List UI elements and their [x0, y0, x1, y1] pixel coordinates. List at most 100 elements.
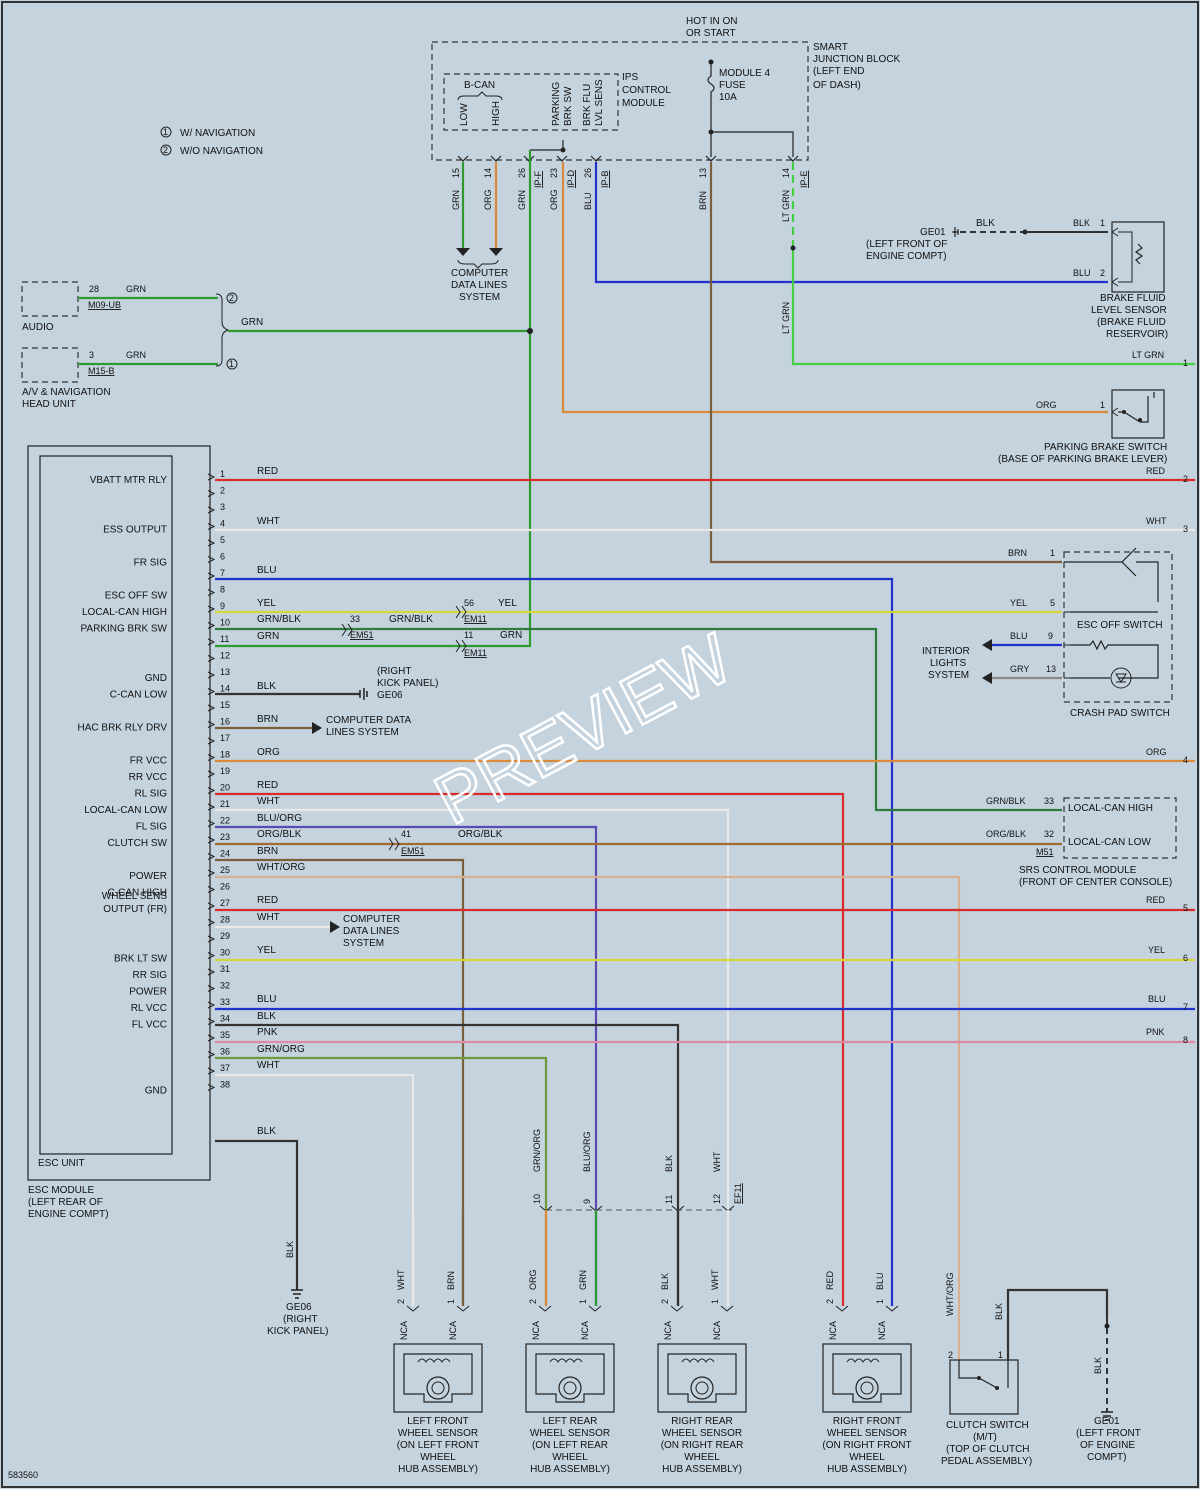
svg-text:25: 25	[220, 865, 230, 875]
svg-text:HUB ASSEMBLY): HUB ASSEMBLY)	[662, 1464, 742, 1475]
wire-rr-sig-blk	[215, 1023, 680, 1306]
svg-text:GRN: GRN	[500, 630, 522, 641]
wire-clutch-wht-org	[215, 875, 961, 1360]
srs-control-module	[1063, 797, 1177, 859]
svg-text:PARKING BRAKE SWITCH: PARKING BRAKE SWITCH	[1044, 442, 1167, 453]
svg-text:10: 10	[220, 618, 230, 628]
svg-text:ORG: ORG	[549, 189, 559, 210]
svg-text:(FRONT OF CENTER CONSOLE): (FRONT OF CENTER CONSOLE)	[1019, 877, 1172, 888]
svg-text:ENGINE COMPT): ENGINE COMPT)	[866, 251, 947, 262]
cdls-top-label: COMPUTER DATA LINES SYSTEM	[451, 268, 508, 303]
svg-text:GRN: GRN	[126, 284, 146, 294]
svg-text:19: 19	[220, 766, 230, 776]
esc-pin-17: 17	[207, 733, 230, 745]
svg-text:BRN: BRN	[698, 191, 708, 210]
wire-gnd-blk	[215, 1139, 299, 1290]
svg-text:6: 6	[1183, 953, 1188, 963]
svg-text:BLU/ORG: BLU/ORG	[582, 1131, 592, 1172]
svg-text:1: 1	[998, 1350, 1003, 1360]
ge06-ground-bottom: BLK GE06 (RIGHT KICK PANEL)	[267, 1241, 329, 1337]
esc-pin-label-10: PARKING BRK SW	[81, 624, 168, 635]
svg-text:ORG/BLK: ORG/BLK	[257, 829, 302, 840]
svg-text:3: 3	[1183, 524, 1188, 534]
esc-module-label: ESC MODULE (LEFT REAR OF ENGINE COMPT)	[28, 1185, 109, 1220]
svg-text:WHEEL: WHEEL	[684, 1452, 720, 1463]
mid-connector: 10 GRN/ORG 9 BLU/ORG 11 BLK 12 WHT EF11	[532, 1129, 743, 1204]
svg-text:LEVEL SENSOR: LEVEL SENSOR	[1091, 305, 1167, 316]
svg-text:1: 1	[1100, 218, 1105, 228]
svg-text:YEL: YEL	[1148, 945, 1165, 955]
svg-text:RIGHT FRONT: RIGHT FRONT	[833, 1416, 901, 1427]
svg-text:WHT/ORG: WHT/ORG	[257, 862, 306, 873]
wire-parking-brake-org	[561, 162, 1108, 414]
wire-fl-vcc-wht	[215, 1073, 415, 1306]
svg-text:BLK: BLK	[257, 1011, 276, 1022]
svg-text:M51: M51	[1036, 847, 1054, 857]
tone-ring-icon	[690, 1376, 714, 1400]
wire-esc-off-brn	[709, 162, 1062, 564]
svg-text:ESC MODULE: ESC MODULE	[28, 1185, 94, 1196]
ge01-bottom-label: GE01 (LEFT FRONT OF ENGINE COMPT)	[1076, 1416, 1141, 1463]
svg-text:BLK: BLK	[1093, 1357, 1103, 1374]
brake-fluid-label: BRAKE FLUID LEVEL SENSOR (BRAKE FLUID RE…	[1091, 293, 1168, 340]
module4-label: MODULE 4 FUSE 10A	[719, 68, 771, 103]
svg-text:27: 27	[220, 898, 230, 908]
svg-text:32: 32	[1044, 829, 1054, 839]
esc-pin-6: 6FR SIG	[134, 552, 225, 569]
wire-rr-vcc-wht	[215, 808, 730, 1306]
svg-text:RED: RED	[1146, 895, 1166, 905]
svg-text:BRN: BRN	[446, 1271, 456, 1290]
svg-text:BLK: BLK	[257, 1126, 276, 1137]
svg-text:14: 14	[781, 168, 791, 178]
esc-pin-24: 24	[207, 849, 230, 860]
wire-lt-grn	[791, 246, 1195, 366]
svg-text:2: 2	[396, 1299, 406, 1304]
clutch-switch	[949, 1359, 1019, 1415]
wire-fr-vcc-red	[215, 792, 845, 1306]
svg-text:1: 1	[1050, 548, 1055, 558]
svg-text:2: 2	[528, 1299, 538, 1304]
svg-text:IP-B: IP-B	[600, 170, 610, 188]
esc-pin-36: 36	[207, 1047, 230, 1058]
esc-pin-label-21: LOCAL-CAN LOW	[84, 805, 167, 816]
svg-text:ORG: ORG	[1146, 747, 1167, 757]
esc-pin-label-16: HAC BRK RLY DRV	[78, 723, 168, 734]
esc-pin-label-1: VBATT MTR RLY	[90, 475, 168, 486]
wire-fr-sig-blu	[215, 577, 894, 1306]
esc-pin-label-34: FL VCC	[132, 1020, 167, 1031]
svg-text:NCA: NCA	[399, 1321, 409, 1340]
svg-text:ORG: ORG	[257, 747, 280, 758]
svg-text:9: 9	[220, 601, 225, 611]
svg-text:LIGHTS: LIGHTS	[930, 658, 966, 669]
svg-text:ORG/BLK: ORG/BLK	[986, 829, 1026, 839]
svg-text:6: 6	[220, 552, 225, 562]
smart-junction-block	[431, 41, 809, 161]
svg-text:COMPUTER DATA: COMPUTER DATA	[326, 715, 412, 726]
em-connectors: 56 YEL EM11 33 GRN/BLK EM51 11 GRN EM11 …	[341, 598, 522, 856]
esc-pin-37: 37	[207, 1063, 230, 1075]
esc-pin-label-23: CLUTCH SW	[108, 838, 168, 849]
svg-text:NCA: NCA	[531, 1321, 541, 1340]
svg-text:4: 4	[220, 519, 225, 529]
svg-text:(ON RIGHT FRONT: (ON RIGHT FRONT	[822, 1440, 911, 1451]
svg-text:IPS: IPS	[622, 72, 638, 83]
svg-text:WHT: WHT	[257, 912, 280, 923]
esc-unit-box	[39, 455, 173, 1155]
wire-parking-grn	[466, 150, 532, 648]
svg-text:23: 23	[549, 168, 559, 178]
svg-text:WHEEL SENSOR: WHEEL SENSOR	[662, 1428, 742, 1439]
svg-text:NCA: NCA	[663, 1321, 673, 1340]
svg-text:8: 8	[220, 585, 225, 595]
esc-pin-label-30: BRK LT SW	[114, 954, 168, 965]
svg-text:23: 23	[220, 832, 230, 842]
esc-pin-7: 7	[207, 568, 225, 580]
svg-text:9: 9	[1048, 631, 1053, 641]
svg-text:(LEFT END: (LEFT END	[813, 66, 865, 77]
led-icon	[1110, 667, 1132, 689]
